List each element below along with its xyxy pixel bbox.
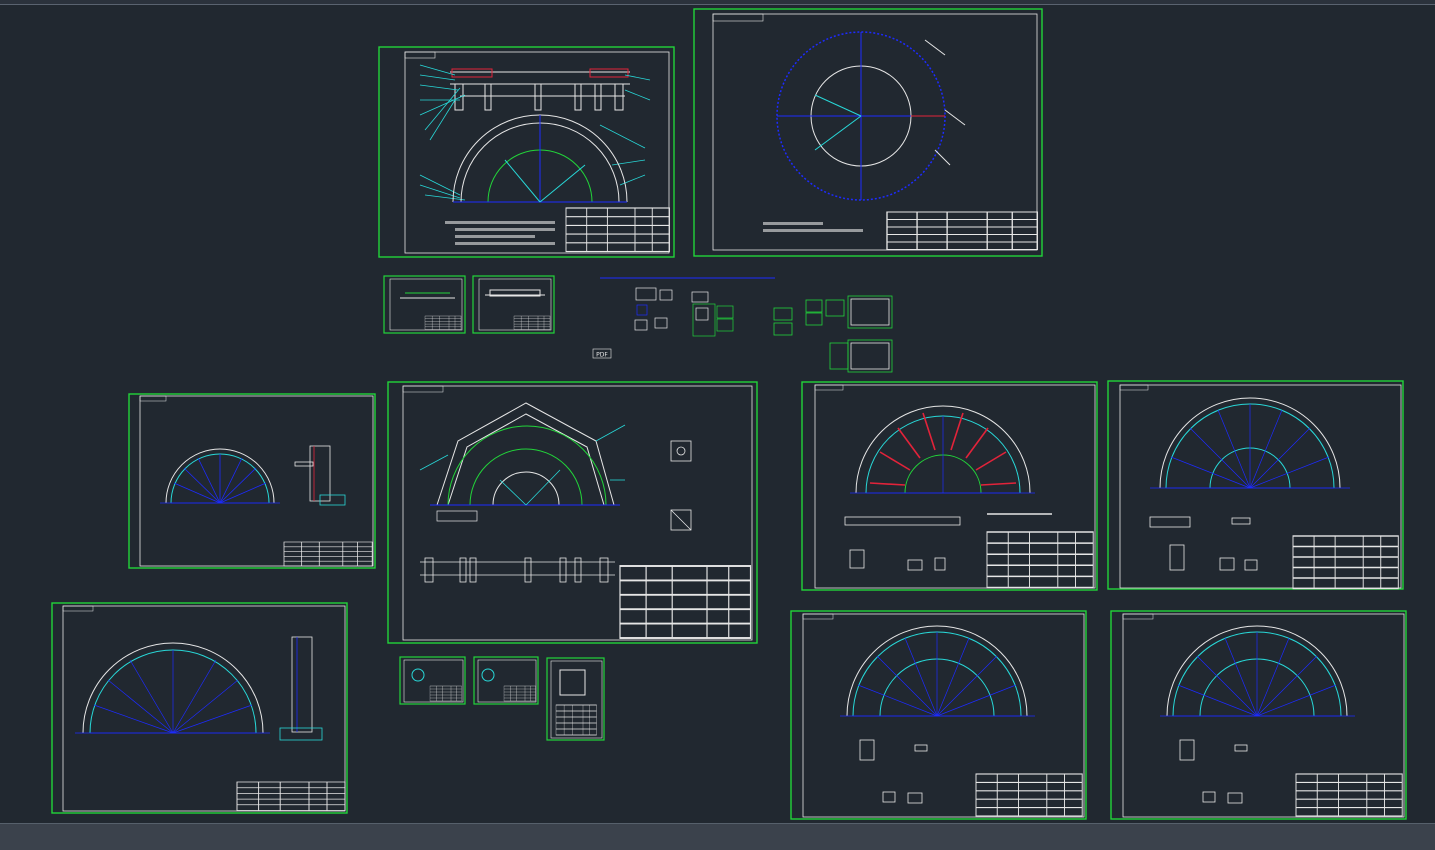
drawing-sheet-2[interactable] [693, 8, 1043, 257]
detail-cluster-2[interactable] [773, 295, 893, 373]
drawing-sheet-7[interactable] [51, 602, 348, 814]
drawing-sheet-4[interactable] [387, 381, 758, 644]
drawing-sheet-9[interactable] [1110, 610, 1407, 820]
pdf-label: PDF [592, 348, 612, 359]
drawing-sheet-5[interactable] [801, 381, 1098, 591]
top-window-edge [0, 0, 1435, 5]
svg-text:PDF: PDF [596, 352, 608, 359]
drawing-sheet-6[interactable] [1107, 380, 1404, 590]
drawing-sheet-small-3[interactable] [399, 656, 466, 705]
drawing-sheet-8[interactable] [790, 610, 1087, 820]
detail-cluster-1[interactable] [634, 287, 734, 337]
drawing-sheet-1[interactable] [378, 46, 675, 258]
drawing-sheet-small-2[interactable] [472, 275, 555, 334]
drawing-sheet-small-4[interactable] [473, 656, 539, 705]
drawing-sheet-3[interactable] [128, 393, 376, 569]
status-bar [0, 823, 1435, 850]
drawing-sheet-small-5[interactable] [546, 657, 605, 741]
drawing-sheet-small-1[interactable] [383, 275, 466, 334]
